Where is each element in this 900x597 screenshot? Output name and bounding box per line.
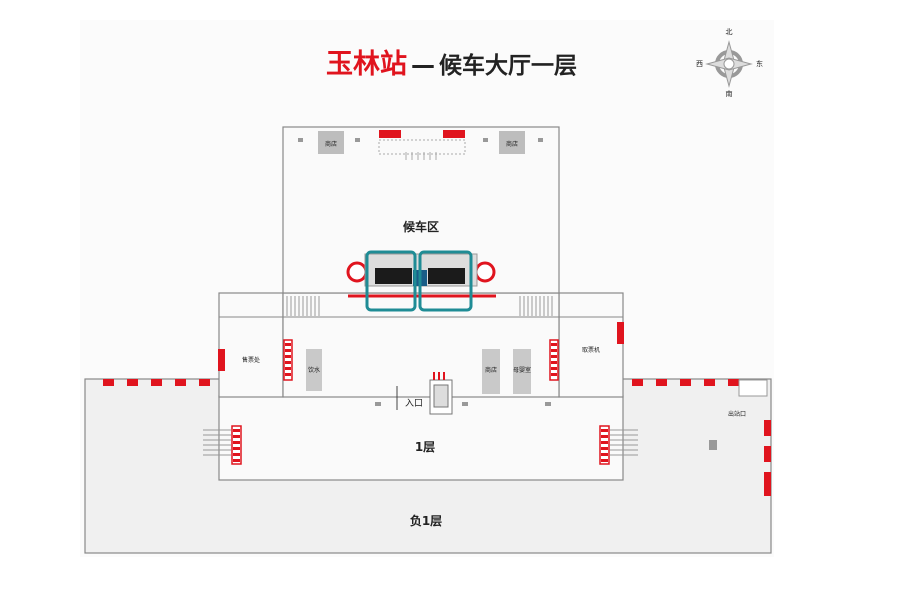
platform-left-markers — [103, 379, 210, 386]
gate-top-right — [443, 130, 465, 138]
highlight-box-right — [418, 250, 473, 312]
floor-1-outline — [218, 395, 624, 481]
title-separator: — — [411, 51, 435, 79]
gate-right-marker — [474, 261, 496, 283]
kiosk-1 — [306, 349, 322, 391]
exit-kiosk — [709, 440, 717, 450]
exit-sign: 出站口 — [728, 410, 746, 418]
hall-name: 候车大厅一层 — [439, 53, 577, 79]
compass-icon: 北 南 东 西 — [696, 28, 763, 98]
right-exit-markers — [764, 420, 771, 496]
kiosk-3 — [513, 349, 531, 394]
highlight-box-left — [365, 250, 417, 312]
entry-zone — [378, 139, 466, 155]
escalator-left — [375, 268, 412, 284]
kiosk-1-label: 饮水 — [308, 366, 320, 374]
kiosk-2-label: 商店 — [485, 366, 497, 374]
compass-north-label: 北 — [726, 28, 733, 36]
floor-1-label: 1层 — [415, 440, 435, 454]
compass-east-label: 东 — [756, 59, 763, 68]
compass-west-label: 西 — [696, 60, 703, 68]
compass-south-label: 南 — [726, 89, 733, 98]
stairs-lower-right — [610, 429, 638, 456]
stairs-upper-left — [286, 296, 320, 316]
shop-right-label: 商店 — [506, 140, 518, 148]
waiting-area-label: 候车区 — [403, 219, 439, 234]
floor-b1-label: 负1层 — [410, 513, 442, 528]
platform-right-markers — [632, 379, 739, 386]
entrance-label: 入口 — [405, 398, 423, 409]
right-door — [617, 322, 624, 344]
kiosk-3-label: 母婴室 — [513, 366, 531, 374]
shop-right — [499, 131, 525, 154]
shop-left — [318, 131, 344, 154]
kiosk-2 — [482, 349, 500, 394]
gate-top-left — [379, 130, 401, 138]
left-wing — [218, 292, 284, 398]
map-title: 玉林站—候车大厅一层 — [326, 42, 577, 80]
shop-left-label: 商店 — [325, 140, 337, 148]
escalator-right — [428, 268, 465, 284]
left-door — [218, 349, 225, 371]
right-wing — [558, 292, 624, 398]
station-name: 玉林站 — [326, 49, 407, 80]
stairs-lower-left — [203, 429, 231, 456]
left-office-label: 售票处 — [242, 356, 260, 364]
gate-left-marker — [346, 261, 368, 283]
right-office-label: 取票机 — [582, 346, 600, 354]
stairs-upper-right — [519, 296, 553, 316]
entry-turnstiles — [405, 152, 437, 160]
